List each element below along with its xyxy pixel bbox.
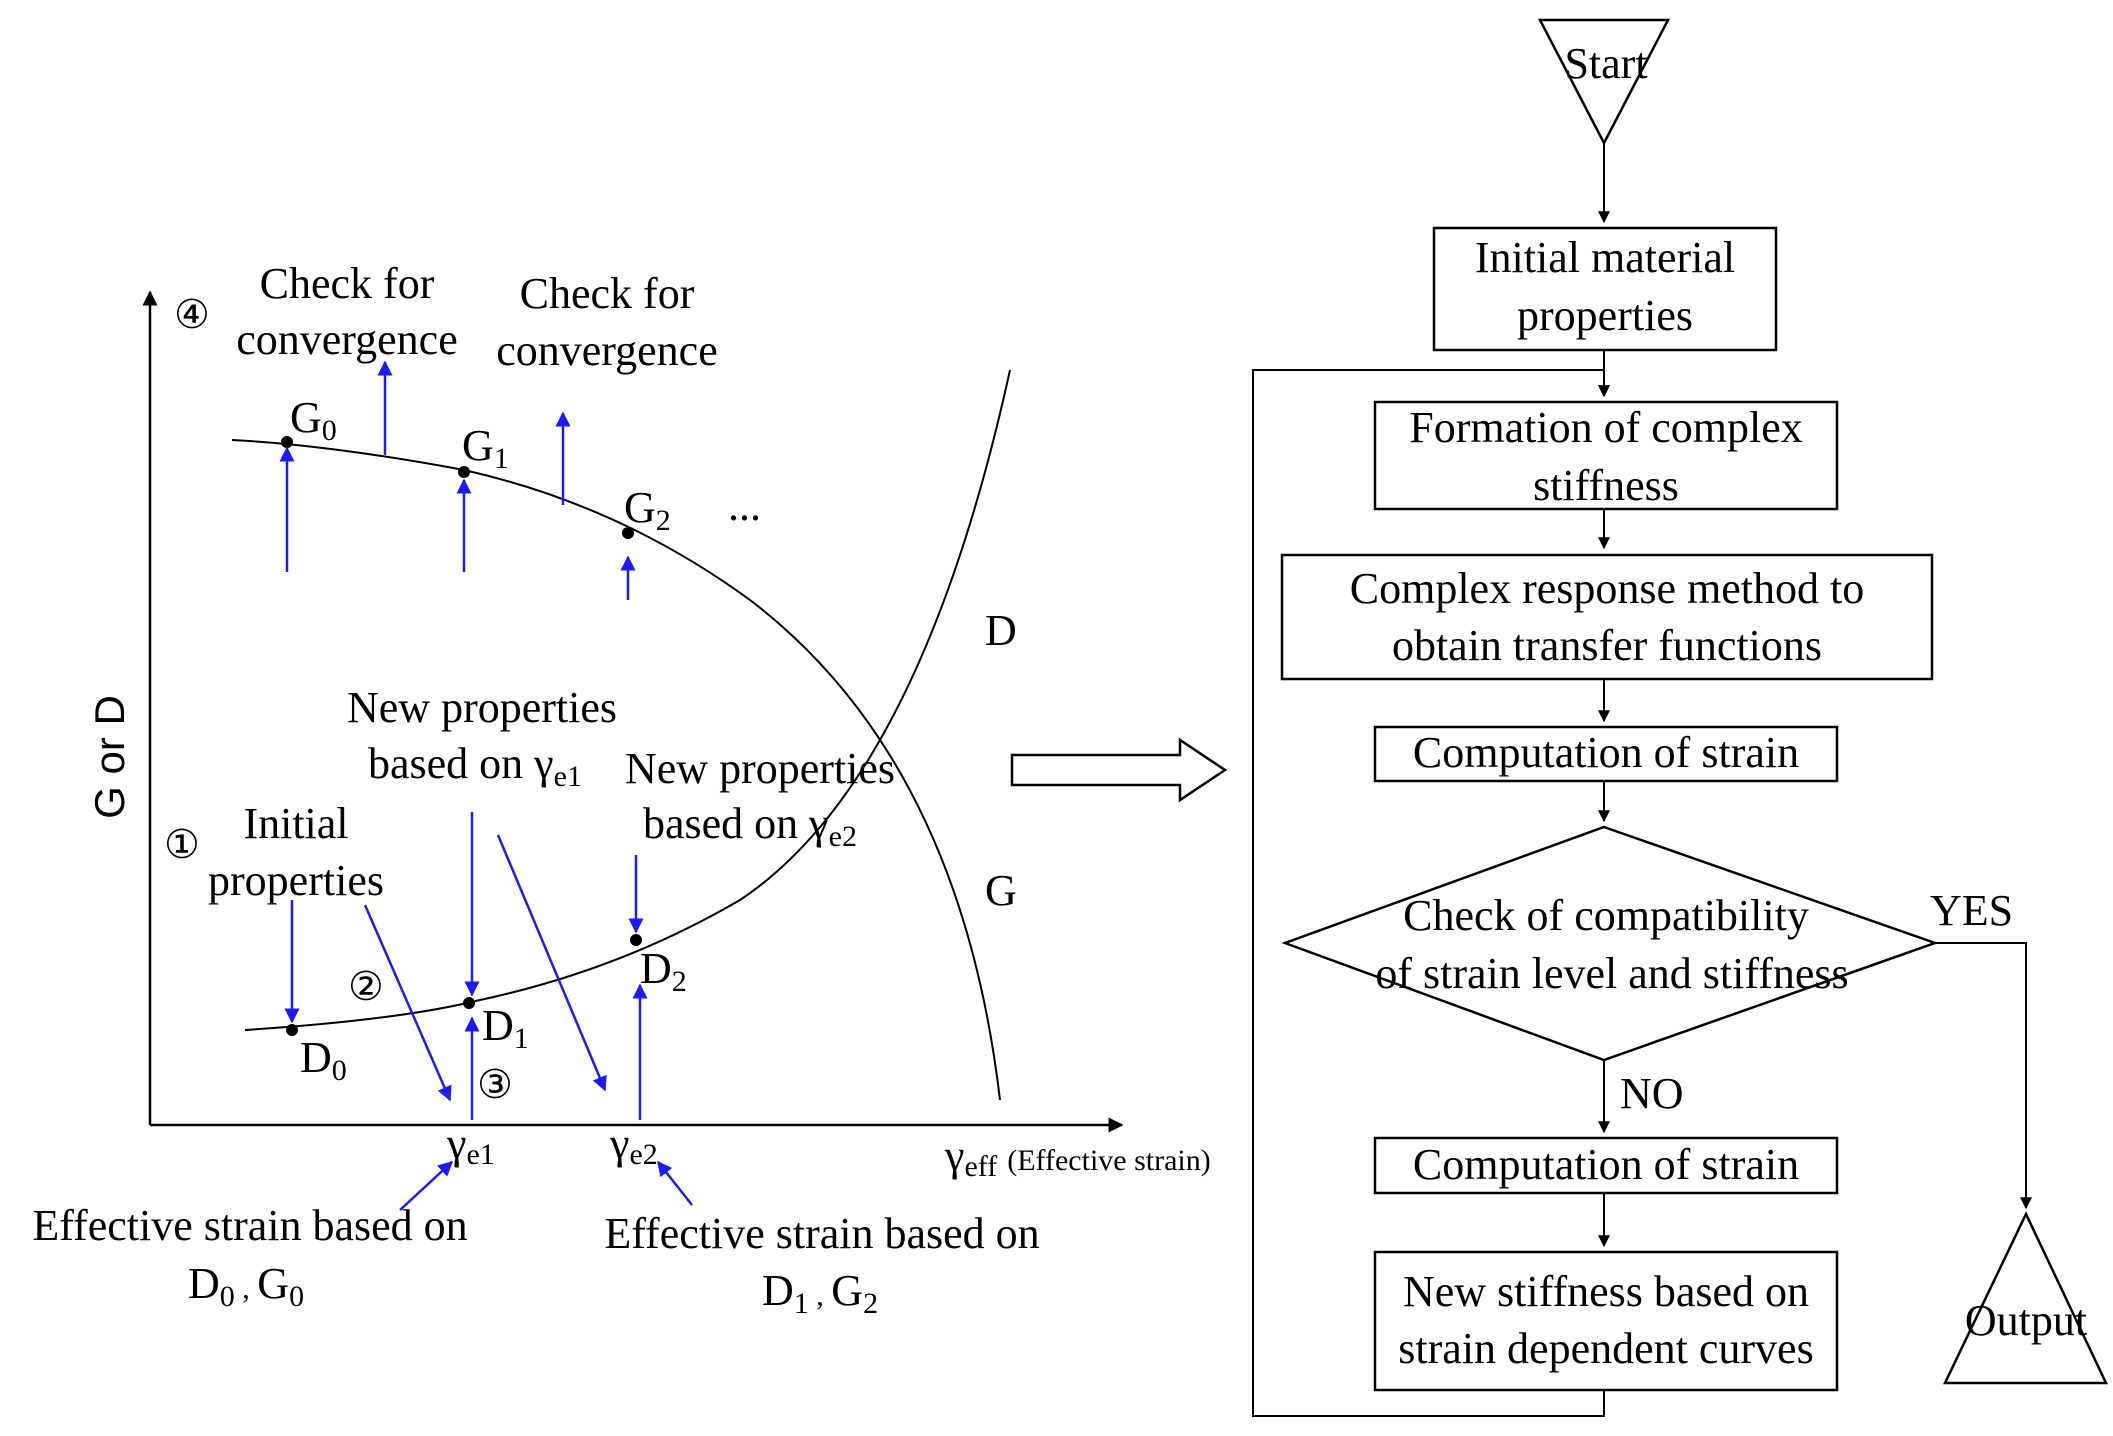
curve-label-d: D xyxy=(985,606,1017,655)
box-complex-response xyxy=(1280,553,1934,681)
g-curve xyxy=(231,439,1001,1101)
decision-line1: Check of compatibility xyxy=(1403,891,1809,940)
box-computation-strain-2-label: Computation of strain xyxy=(1413,1140,1799,1189)
arrow-initial-to-strain xyxy=(363,904,452,1102)
new-properties-1-line2: based on γe1 xyxy=(368,739,582,793)
flowchart: Start Initial material properties Format… xyxy=(1252,18,2108,1417)
box-new-stiffness xyxy=(1373,1250,1839,1392)
eff-strain-2-line1: Effective strain based on xyxy=(604,1209,1039,1258)
ellipsis: ... xyxy=(728,481,761,530)
new-properties-1-line1: New properties xyxy=(347,683,617,732)
output-label: Output xyxy=(1965,1296,2087,1345)
box-complex-response-line2: obtain transfer functions xyxy=(1392,621,1822,670)
initial-properties-line1: Initial xyxy=(243,799,348,848)
yes-label: YES xyxy=(1930,886,2013,935)
eff-strain-1-line1: Effective strain based on xyxy=(32,1201,467,1250)
arrow-eff2-to-gamma-e2 xyxy=(657,1160,693,1206)
new-properties-2-line1: New properties xyxy=(625,744,895,793)
check-convergence-1-line1: Check for xyxy=(260,259,435,308)
box-initial-material xyxy=(1432,226,1778,352)
start-triangle xyxy=(1537,18,1671,146)
curve-label-g: G xyxy=(985,866,1017,915)
label-d0: D0 xyxy=(300,1033,347,1087)
decision-line2: of strain level and stiffness xyxy=(1375,949,1848,998)
point-g2 xyxy=(622,527,634,539)
point-d2 xyxy=(630,934,642,946)
box-computation-strain-1 xyxy=(1373,725,1839,783)
point-d0 xyxy=(286,1024,298,1036)
step-marker-two: ② xyxy=(348,964,384,1009)
check-convergence-1-line2: convergence xyxy=(236,315,458,364)
gamma-e2-label: γe2 xyxy=(609,1119,658,1171)
arrow-yes-output xyxy=(1935,942,2032,1210)
transition-arrow xyxy=(1010,737,1228,803)
box-complex-stiffness-line1: Formation of complex xyxy=(1409,403,1803,452)
label-g0: G0 xyxy=(290,393,337,447)
initial-properties-line2: properties xyxy=(208,856,384,905)
step-marker-three: ③ xyxy=(477,1062,513,1107)
y-axis-label: G or D xyxy=(86,695,133,819)
point-g1 xyxy=(458,466,470,478)
box-new-stiffness-line2: strain dependent curves xyxy=(1398,1324,1813,1373)
step-marker-one: ① xyxy=(164,822,200,867)
gamma-e1-label: γe1 xyxy=(446,1119,495,1171)
decision-diamond xyxy=(1281,825,1939,1062)
x-axis-label: γeff(Effective strain) xyxy=(944,1131,1211,1183)
label-g2: G2 xyxy=(624,483,671,537)
point-g0 xyxy=(281,436,293,448)
start-label: Start xyxy=(1564,39,1647,88)
new-properties-2-line2: based on γe2 xyxy=(643,799,857,853)
d-curve xyxy=(244,369,1011,1031)
check-convergence-2-line2: convergence xyxy=(496,326,718,375)
box-initial-material-line1: Initial material xyxy=(1475,233,1735,282)
no-label: NO xyxy=(1620,1069,1684,1118)
arrow-new1-to-strain xyxy=(496,834,607,1092)
box-complex-response-line1: Complex response method to xyxy=(1350,564,1865,613)
point-d1 xyxy=(463,997,475,1009)
eff-strain-2-line2: D1 , G2 xyxy=(762,1266,878,1320)
eff-strain-1-line2: D0 , G0 xyxy=(188,1259,304,1313)
label-d2: D2 xyxy=(640,944,687,998)
strain-chart: G or D γeff(Effective strain) D G G0 G1 … xyxy=(32,259,1210,1320)
box-new-stiffness-line1: New stiffness based on xyxy=(1403,1267,1809,1316)
box-computation-strain-1-label: Computation of strain xyxy=(1413,728,1799,777)
step-marker-four: ④ xyxy=(174,292,210,337)
box-computation-strain-2 xyxy=(1373,1136,1839,1195)
label-d1: D1 xyxy=(482,1001,529,1055)
label-g1: G1 xyxy=(462,421,509,475)
box-complex-stiffness-line2: stiffness xyxy=(1533,461,1679,510)
loop-back-line xyxy=(1252,369,1610,1417)
arrow-eff1-to-gamma-e1 xyxy=(399,1160,454,1211)
box-complex-stiffness xyxy=(1373,400,1839,511)
output-triangle xyxy=(1943,1211,2108,1385)
box-initial-material-line2: properties xyxy=(1517,291,1693,340)
check-convergence-2-line1: Check for xyxy=(520,269,695,318)
